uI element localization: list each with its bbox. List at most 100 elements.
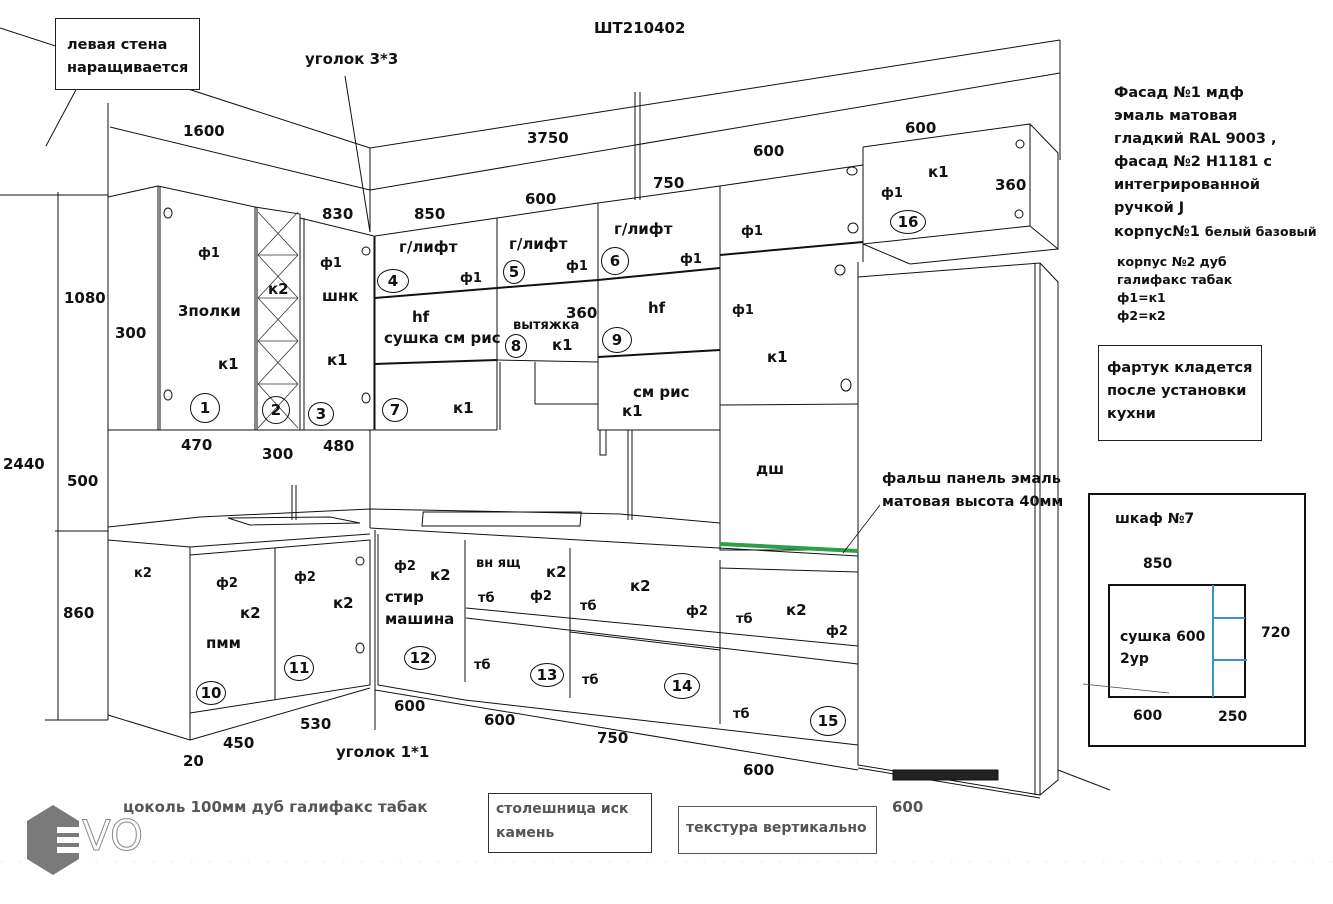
dim-fridge: 600 — [892, 798, 924, 816]
cabinet7-title: шкаф №7 — [1115, 511, 1195, 527]
dim-b12: 600 — [394, 697, 426, 715]
m2-body: к2 — [268, 280, 289, 298]
m5-name: г/лифт — [509, 235, 568, 253]
cabinet7-inner-2: 2ур — [1120, 651, 1149, 667]
m11-facade: ф2 — [294, 570, 316, 585]
spec-small-4: ф2=к2 — [1117, 308, 1166, 323]
m9-body: к1 — [622, 402, 643, 420]
cabinet7-right-part: 250 — [1218, 709, 1248, 725]
countertop-line-2: камень — [496, 825, 555, 841]
spec-line-2: эмаль матовая — [1114, 108, 1238, 124]
corner-top-callout: уголок 3*3 — [305, 50, 399, 68]
m3-facade: ф1 — [320, 256, 342, 271]
apron-line-3: кухни — [1107, 406, 1156, 422]
false-panel-callout: фальш панель эмаль матовая высота 40мм — [882, 468, 1063, 514]
dim-b15: 600 — [743, 761, 775, 779]
m14-tb-1: тб — [580, 599, 597, 614]
module-6-marker: 6 — [601, 247, 629, 275]
module-12-marker: 12 — [404, 646, 436, 670]
left-wall-callout: левая стена наращивается — [55, 18, 200, 90]
dim-u3: 480 — [323, 437, 355, 455]
m16-facade: ф1 — [881, 186, 903, 201]
module-3-marker: 3 — [308, 402, 334, 426]
spec-small-1: корпус №2 дуб — [1117, 254, 1227, 269]
dim-u5: 600 — [525, 190, 557, 208]
m3-body: к1 — [327, 351, 348, 369]
m14-facade: ф2 — [686, 604, 708, 619]
m6-facade: ф1 — [680, 252, 702, 267]
m12-body: к2 — [430, 566, 451, 584]
dim-back-wall: 3750 — [527, 129, 569, 147]
apron-line-2: после установки — [1107, 383, 1247, 399]
spec-line-1: Фасад №1 мдф — [1114, 85, 1244, 101]
left-wall-line-2: наращивается — [67, 60, 189, 76]
plinth-note: цоколь 100мм дуб галифакс табак — [123, 798, 428, 816]
col-mid-body: к1 — [767, 348, 788, 366]
spec-body1: корпус№1 белый базовый — [1114, 220, 1317, 244]
module-2-marker: 2 — [262, 396, 290, 424]
evo-logo: VO — [27, 805, 167, 881]
dim-hood-height: 360 — [566, 304, 598, 322]
m10-body: к2 — [240, 604, 261, 622]
module-9-marker: 9 — [602, 327, 632, 353]
apron-callout: фартук кладется после установки кухни — [1098, 345, 1262, 441]
m10-name: пмм — [206, 634, 241, 652]
m13-body: к2 — [546, 563, 567, 581]
dim-u4: 850 — [414, 205, 446, 223]
m11-body: к2 — [333, 594, 354, 612]
dim-u3-top: 830 — [322, 205, 354, 223]
cabinet7-height: 720 — [1261, 625, 1291, 641]
module-10-marker: 10 — [196, 681, 226, 705]
dim-u6: 750 — [653, 174, 685, 192]
dim-b14: 750 — [597, 729, 629, 747]
logo-letters: VO — [81, 811, 144, 860]
left-wall-line-1: левая стена — [67, 37, 168, 53]
m13-inner-drawer: вн ящ — [476, 556, 521, 571]
spec-line-3: гладкий RAL 9003 , — [1114, 131, 1277, 147]
apron-line-1: фартук кладется — [1107, 360, 1253, 376]
m12-name-2: машина — [385, 610, 455, 628]
m12-facade: ф2 — [394, 559, 416, 574]
m4-name: г/лифт — [399, 238, 458, 256]
spec-body1-suffix: белый базовый — [1204, 224, 1317, 239]
m13-tb-1: тб — [478, 591, 495, 606]
dim-b13: 600 — [484, 711, 516, 729]
dim-left-wall: 1600 — [183, 122, 225, 140]
m8-name: вытяжка — [513, 318, 580, 333]
module-8-marker: 8 — [505, 334, 527, 358]
m6-name: г/лифт — [614, 220, 673, 238]
texture-text: текстура вертикально — [686, 820, 867, 836]
texture-callout: текстура вертикально — [678, 806, 877, 854]
countertop-line-1: столешница иск — [496, 801, 629, 817]
module-1-marker: 1 — [190, 393, 220, 423]
m1-facade: ф1 — [198, 246, 220, 261]
dim-b10: 450 — [223, 734, 255, 752]
m10-side-body: к2 — [134, 566, 152, 581]
spec-body1-prefix: корпус№1 — [1114, 224, 1200, 240]
spec-small-notes: корпус №2 дуб галифакс табак ф1=к1 ф2=к2 — [1117, 253, 1232, 325]
m16-body: к1 — [928, 163, 949, 181]
spec-line-6: ручкой J — [1114, 200, 1185, 216]
m4-facade: ф1 — [460, 271, 482, 286]
false-panel-strip — [719, 542, 859, 553]
m7-hf: hf — [412, 308, 430, 326]
spec-small-2: галифакс табак — [1117, 272, 1233, 287]
m5-facade: ф1 — [566, 259, 588, 274]
m8-body: к1 — [552, 336, 573, 354]
col-top-facade: ф1 — [741, 224, 763, 239]
m3-name: шнк — [322, 287, 359, 305]
module-16-marker: 16 — [890, 210, 926, 234]
cabinet7-inner: сушка 600 2ур — [1120, 626, 1205, 670]
dim-top16-width: 600 — [905, 119, 937, 137]
logo-hexagon-icon — [27, 805, 79, 875]
dim-upper-depth: 300 — [115, 324, 147, 342]
col-mid-facade: ф1 — [732, 303, 754, 318]
false-panel-line-2: матовая высота 40мм — [882, 494, 1064, 510]
module-13-marker: 13 — [530, 663, 564, 687]
module-7-marker: 7 — [382, 398, 408, 422]
m1-body: к1 — [218, 355, 239, 373]
m12-name-1: стир — [385, 588, 424, 606]
dim-col-top: 600 — [753, 142, 785, 160]
dim-base-height: 860 — [63, 604, 95, 622]
